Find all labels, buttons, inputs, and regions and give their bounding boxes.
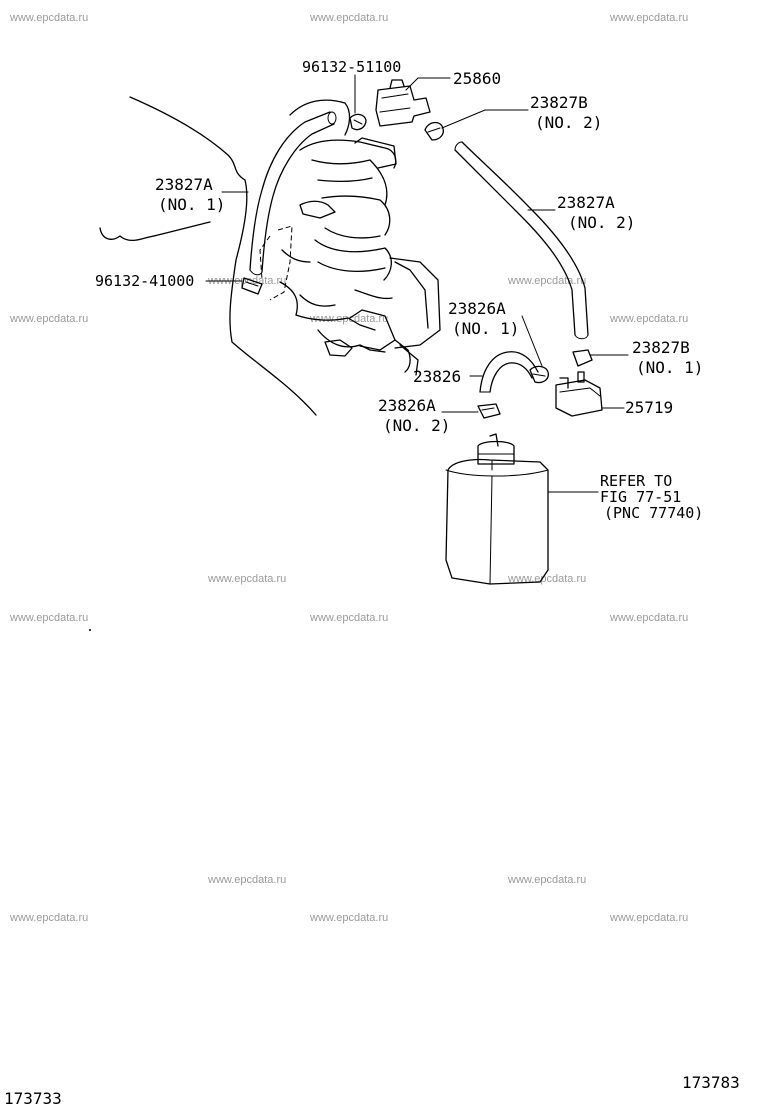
label-96132-41000: 96132-41000: [95, 272, 194, 290]
clamp-23826a-no2: [477, 403, 501, 419]
clamp-96132-41000: [241, 277, 263, 295]
watermark: www.epcdata.ru: [9, 912, 88, 924]
label-23826a-no2: 23826A: [378, 396, 436, 415]
charcoal-canister: [445, 433, 549, 585]
watermark: www.epcdata.ru: [609, 12, 688, 24]
fender-outline: [99, 96, 317, 416]
hose-23827a-no1: [249, 111, 337, 276]
footer-left-code: 173733: [4, 1089, 62, 1108]
label-23826a-no1: 23826A: [448, 299, 506, 318]
stray-dot: [89, 629, 91, 631]
watermark: www.epcdata.ru: [9, 313, 88, 325]
label-refer-pnc: (PNC 77740): [604, 504, 703, 522]
label-25719: 25719: [625, 398, 673, 417]
watermark: www.epcdata.ru: [507, 874, 586, 886]
watermark: www.epcdata.ru: [207, 874, 286, 886]
label-23827b-right-no: (NO. 1): [636, 358, 703, 377]
label-refer-fig: FIG 77-51: [600, 488, 681, 506]
intake-assembly: [279, 99, 441, 376]
watermark: www.epcdata.ru: [9, 12, 88, 24]
watermark: www.epcdata.ru: [9, 612, 88, 624]
vsv-25719: [555, 371, 603, 417]
footer-right-code: 173783: [682, 1073, 740, 1092]
label-96132-51100: 96132-51100: [302, 58, 401, 76]
bracket-dashed: [259, 225, 293, 301]
watermark: www.epcdata.ru: [207, 573, 286, 585]
label-23827b-top: 23827B: [530, 93, 588, 112]
watermark: www.epcdata.ru: [609, 313, 688, 325]
label-23827a-left-no: (NO. 1): [158, 195, 225, 214]
leader-lines: [205, 74, 629, 493]
watermark: www.epcdata.ru: [609, 912, 688, 924]
label-refer-to: REFER TO: [600, 472, 672, 490]
clamp-23827b-no1: [572, 349, 599, 367]
clamp-23827b-no2: [424, 121, 444, 141]
watermark: www.epcdata.ru: [309, 912, 388, 924]
part-labels: 96132-51100 25860 23827B (NO. 2) 23827A …: [95, 58, 703, 522]
vsv-25860: [349, 79, 431, 131]
label-23827b-top-no: (NO. 2): [535, 113, 602, 132]
watermark: www.epcdata.ru: [309, 612, 388, 624]
watermark: www.epcdata.ru: [207, 275, 286, 287]
hose-23826: [479, 351, 539, 393]
label-23827a-right: 23827A: [557, 193, 615, 212]
clamp-23826a-no1: [529, 365, 549, 384]
label-23827b-right: 23827B: [632, 338, 690, 357]
label-25860: 25860: [453, 69, 501, 88]
label-23826: 23826: [413, 367, 461, 386]
hose-23827a-no2: [454, 141, 589, 340]
label-23827a-right-no: (NO. 2): [568, 213, 635, 232]
label-23826a-no2-no: (NO. 2): [383, 416, 450, 435]
watermark: www.epcdata.ru: [309, 12, 388, 24]
watermarks: www.epcdata.ru www.epcdata.ru www.epcdat…: [9, 12, 688, 924]
watermark: www.epcdata.ru: [507, 275, 586, 287]
label-23827a-left: 23827A: [155, 175, 213, 194]
watermark: www.epcdata.ru: [609, 612, 688, 624]
label-23826a-no1-no: (NO. 1): [452, 319, 519, 338]
